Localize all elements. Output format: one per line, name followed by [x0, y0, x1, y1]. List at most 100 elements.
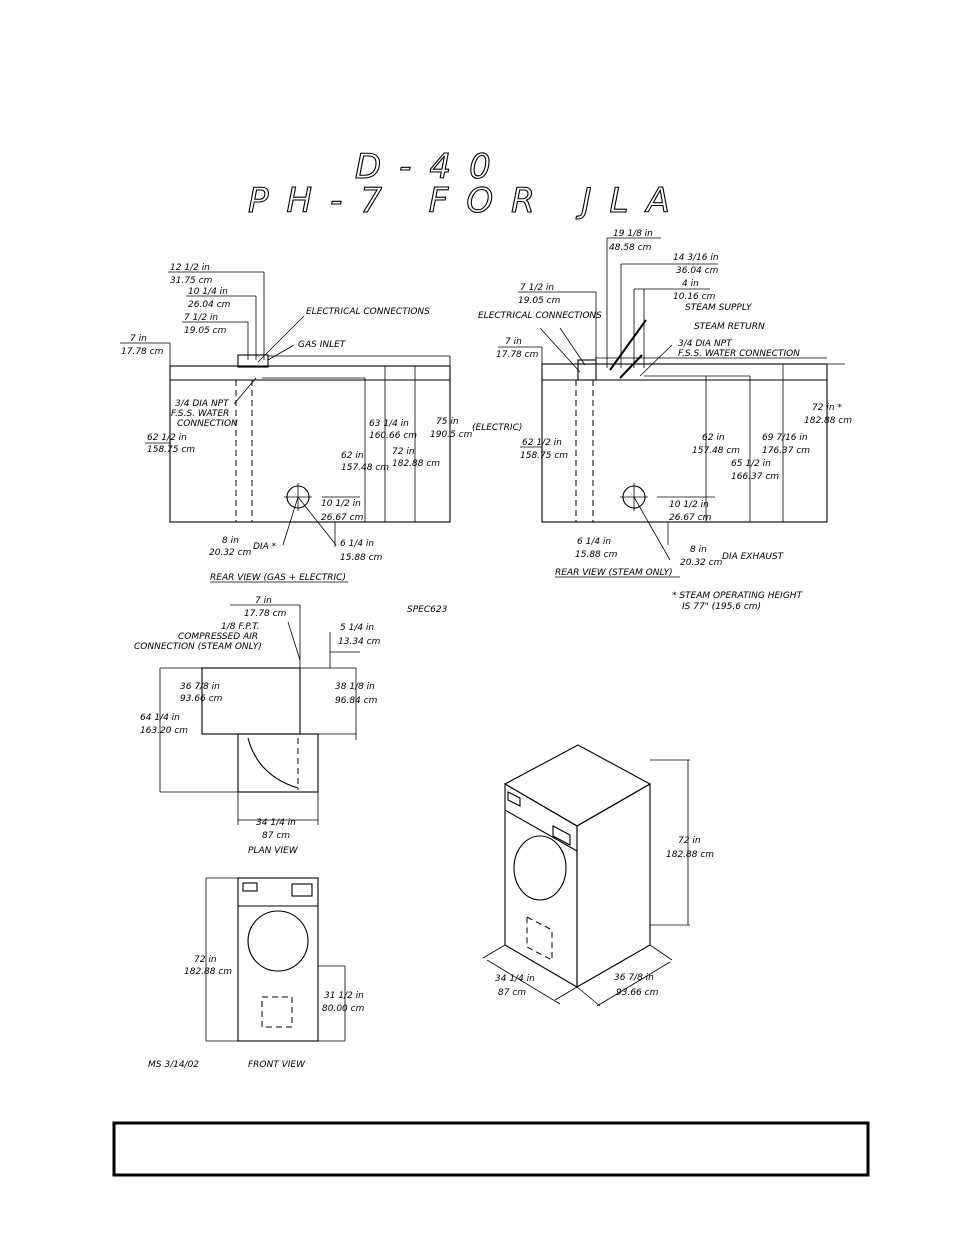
rear-gas-exhaust-dim: 8 in — [222, 536, 239, 546]
rear-steam-t2: 14 3/16 in — [673, 253, 719, 263]
rear-steam-caption: REAR VIEW (STEAM ONLY) — [555, 568, 673, 578]
rear-steam-h1: 62 1/2 in — [522, 438, 562, 448]
plan-p6-cm: 87 cm — [262, 831, 290, 841]
rear-gas-e2: 6 1/4 in — [340, 539, 374, 549]
plan-p6: 34 1/4 in — [256, 818, 296, 828]
front-f2: 31 1/2 in — [324, 991, 364, 1001]
rear-gas-exhaust-note: DIA * — [253, 542, 277, 552]
iso-height: 72 in — [678, 836, 701, 846]
front-f1-cm: 182.88 cm — [184, 967, 232, 977]
plan-air-2: COMPRESSED AIR — [178, 632, 258, 642]
rear-steam-t4-cm: 19.05 cm — [518, 296, 561, 306]
rear-steam-t4: 7 1/2 in — [520, 283, 554, 293]
iso-front — [504, 783, 578, 988]
plan-p1: 7 in — [255, 596, 272, 606]
iso-lint-door — [526, 916, 553, 961]
front-f1: 72 in — [194, 955, 217, 965]
rear-gas-h1: 62 1/2 in — [147, 433, 187, 443]
rear-steam-h5-cm: 182.88 cm — [804, 416, 852, 426]
rear-gas-h1-cm: 158.75 cm — [147, 445, 195, 455]
rear-steam-h2: 62 in — [702, 433, 725, 443]
rear-view-steam: 19 1/8 in 48.58 cm 14 3/16 in 36.04 cm 4… — [478, 229, 852, 612]
rear-steam-h2-cm: 157.48 cm — [692, 446, 740, 456]
isometric-view: 72 in 182.88 cm 34 1/4 in 87 cm 36 7/8 i… — [482, 744, 714, 1007]
plan-air-1: 1/8 F.P.T. — [221, 622, 260, 632]
rear-gas-body — [169, 365, 451, 523]
rear-gas-h3-cm: 157.48 cm — [341, 463, 389, 473]
rear-gas-water-3: CONNECTION — [177, 419, 238, 429]
rear-steam-exhaust-note: DIA EXHAUST — [722, 552, 785, 562]
rear-gas-connection-box — [237, 354, 269, 368]
rear-gas-h3: 62 in — [341, 451, 364, 461]
rear-gas-h5-cm: 190.5 cm — [430, 430, 473, 440]
rear-gas-dim-4-cm: 17.78 cm — [121, 347, 164, 357]
iso-control-panel — [507, 791, 521, 807]
plan-p3-cm: 93.66 cm — [180, 694, 223, 704]
front-control-panel — [242, 882, 258, 892]
rear-gas-water-2: F.S.S. WATER — [171, 409, 229, 419]
rear-gas-e1-cm: 26.67 cm — [321, 513, 364, 523]
plan-p4: 38 1/8 in — [335, 682, 375, 692]
title-subtitle: PH-7 FOR JLA — [248, 181, 688, 221]
title-model: D-40 — [355, 147, 509, 187]
rear-steam-t1-cm: 48.58 cm — [609, 243, 652, 253]
rear-steam-t3-cm: 10.16 cm — [673, 292, 716, 302]
front-f2-cm: 80.00 cm — [322, 1004, 365, 1014]
rear-steam-water-1: 3/4 DIA NPT — [678, 339, 733, 349]
rear-gas-e1: 10 1/2 in — [321, 499, 361, 509]
plan-p2: 5 1/4 in — [340, 623, 374, 633]
rear-gas-dim-2-cm: 26.04 cm — [188, 300, 231, 310]
rear-gas-h2: 63 1/4 in — [369, 419, 409, 429]
rear-steam-h4-cm: 176.37 cm — [762, 446, 810, 456]
rear-steam-return-label: STEAM RETURN — [694, 322, 765, 332]
iso-side — [576, 783, 651, 988]
rear-steam-e1: 10 1/2 in — [669, 500, 709, 510]
rear-steam-exhaust-dim: 8 in — [690, 545, 707, 555]
iso-depth-cm: 93.66 cm — [616, 988, 659, 998]
iso-width: 34 1/4 in — [495, 974, 535, 984]
plan-p1-cm: 17.78 cm — [244, 609, 287, 619]
front-view: 72 in 182.88 cm 31 1/2 in 80.00 cm FRONT… — [148, 877, 365, 1070]
rear-steam-water-2: F.S.S. WATER CONNECTION — [678, 349, 800, 359]
rear-steam-t5-cm: 17.78 cm — [496, 350, 539, 360]
rear-steam-h1-cm: 158.75 cm — [520, 451, 568, 461]
footer-box — [112, 1121, 870, 1177]
plan-caption: PLAN VIEW — [248, 846, 299, 856]
rear-steam-connection-box — [577, 359, 597, 381]
rear-steam-h3-cm: 166.37 cm — [731, 472, 779, 482]
rear-steam-t3: 4 in — [682, 279, 699, 289]
spec-number: SPEC623 — [407, 605, 448, 615]
rear-gas-caption: REAR VIEW (GAS + ELECTRIC) — [210, 573, 346, 583]
rear-steam-e2-cm: 15.88 cm — [575, 550, 618, 560]
rear-steam-electrical-label: ELECTRICAL CONNECTIONS — [478, 311, 602, 321]
rear-gas-electrical-label: ELECTRICAL CONNECTIONS — [306, 307, 430, 317]
front-door — [247, 910, 309, 972]
rear-gas-h4: 72 in — [392, 447, 415, 457]
rear-steam-t1: 19 1/8 in — [613, 229, 653, 239]
iso-coin-box — [552, 825, 571, 846]
rear-steam-supply-label: STEAM SUPPLY — [685, 303, 753, 313]
iso-width-cm: 87 cm — [498, 988, 526, 998]
rear-steam-t5: 7 in — [505, 337, 522, 347]
front-caption: FRONT VIEW — [248, 1060, 306, 1070]
rear-steam-e1-cm: 26.67 cm — [669, 513, 712, 523]
rear-steam-h4: 69 7/16 in — [762, 433, 808, 443]
rear-gas-dim-3: 7 1/2 in — [184, 313, 218, 323]
plan-p3: 36 7/8 in — [180, 682, 220, 692]
rear-gas-e2-cm: 15.88 cm — [340, 553, 383, 563]
rear-gas-dim-3-cm: 19.05 cm — [184, 326, 227, 336]
front-coin-box — [291, 883, 313, 897]
plan-view: 7 in 17.78 cm 1/8 F.P.T. COMPRESSED AIR … — [134, 596, 381, 856]
rear-gas-dim-4: 7 in — [130, 334, 147, 344]
rear-gas-water-1: 3/4 DIA NPT — [175, 399, 230, 409]
iso-height-cm: 182.88 cm — [666, 850, 714, 860]
plan-air-3: CONNECTION (STEAM ONLY) — [134, 642, 262, 652]
rear-steam-h3: 65 1/2 in — [731, 459, 771, 469]
steam-height-note-2: IS 77" (195.6 cm) — [682, 602, 761, 612]
plan-door-swing — [247, 737, 299, 789]
rear-steam-body — [541, 363, 828, 523]
rear-gas-dim-2: 10 1/4 in — [188, 287, 228, 297]
plan-body — [237, 733, 319, 793]
iso-top — [503, 744, 652, 827]
